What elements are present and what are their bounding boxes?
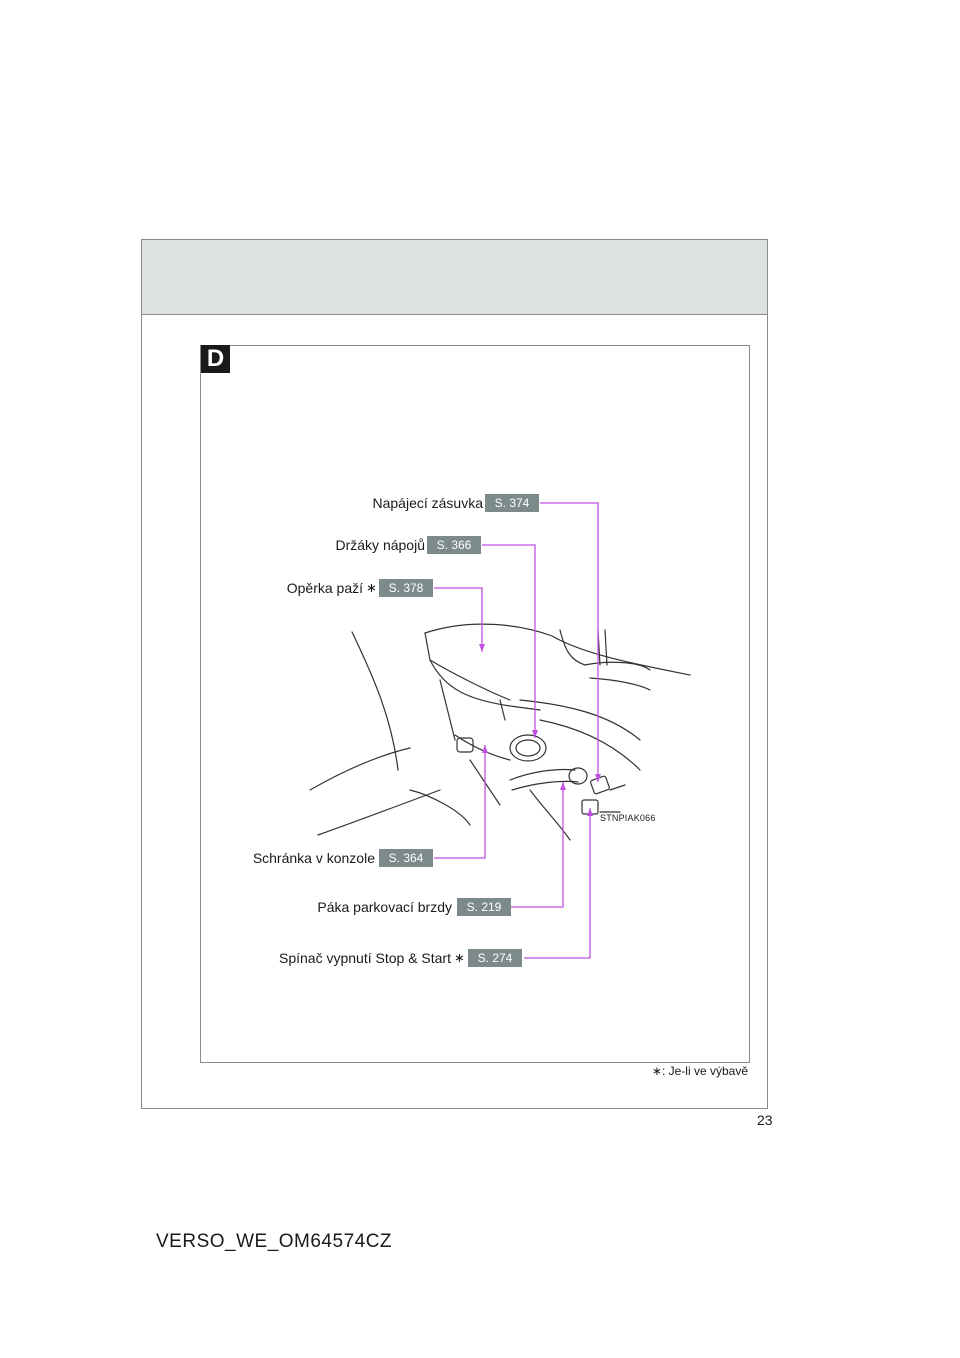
leader-line-parking-brake: [511, 782, 564, 908]
callout-label-stop-start: Spínač vypnutí Stop & Start: [279, 950, 451, 966]
section-badge: D: [201, 345, 230, 373]
star-stop-start: ∗: [454, 950, 465, 965]
page-number: 23: [757, 1112, 773, 1128]
callout-label-parking-brake: Páka parkovací brzdy: [317, 899, 452, 915]
leader-line-power-outlet: [540, 502, 599, 782]
leader-line-cupholders: [482, 544, 536, 738]
callout-label-cupholders: Držáky nápojů: [335, 537, 426, 553]
page-ref-parking-brake[interactable]: S. 219: [457, 898, 511, 916]
page-ref-power-outlet[interactable]: S. 374: [485, 494, 539, 512]
figure-code: STNPIAK066: [600, 813, 656, 823]
header-band: [142, 240, 767, 315]
page-frame: [141, 239, 768, 1109]
leader-line-console-box: [434, 745, 486, 859]
page-ref-cupholders[interactable]: S. 366: [427, 536, 481, 554]
callout-label-console-box: Schránka v konzole: [252, 850, 375, 866]
callout-label-power-outlet: Napájecí zásuvka: [372, 495, 483, 511]
star-armrest: ∗: [366, 580, 377, 595]
page-ref-stop-start[interactable]: S. 274: [468, 949, 522, 967]
page-ref-armrest[interactable]: S. 378: [379, 579, 433, 597]
figure-box: [200, 345, 750, 1063]
leader-line-stop-start: [524, 808, 591, 959]
footnote: ∗: Je-li ve výbavě: [651, 1064, 748, 1078]
leader-line-armrest: [434, 587, 483, 652]
document-code: VERSO_WE_OM64574CZ: [156, 1231, 393, 1252]
page-ref-console-box[interactable]: S. 364: [379, 849, 433, 867]
callout-label-armrest: Opěrka paží: [286, 580, 363, 596]
